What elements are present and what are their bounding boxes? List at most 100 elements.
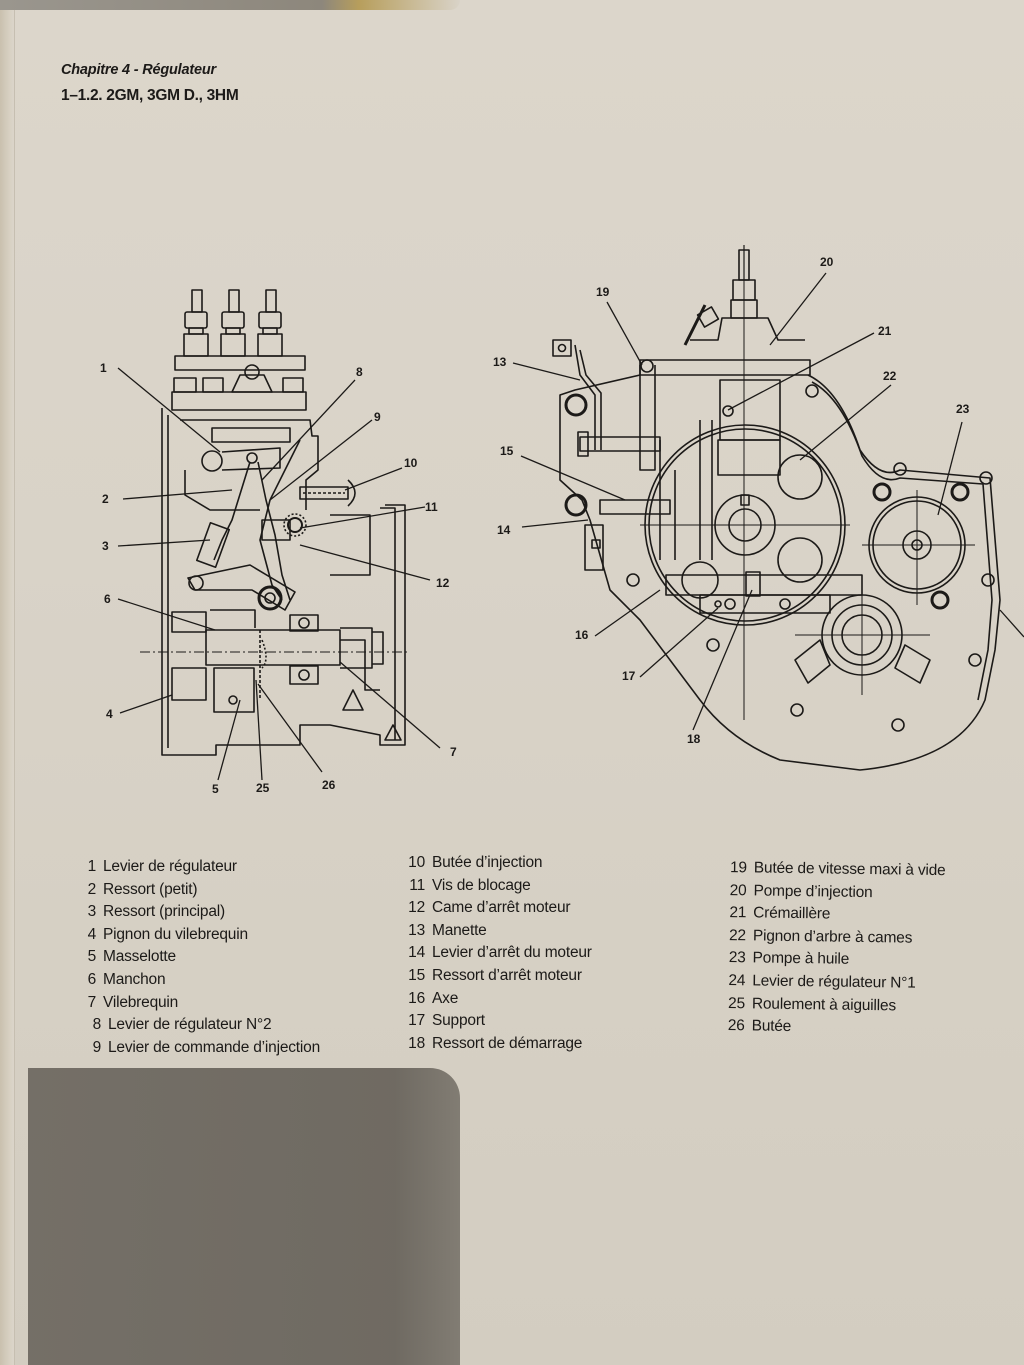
callout-5: 5 <box>212 782 219 796</box>
legend-item: 21 Crémaillère <box>724 902 945 928</box>
legend-label: Pignon du vilebrequin <box>103 925 248 943</box>
legend-label: Levier de régulateur N°1 <box>752 972 916 992</box>
legend-item: 9 Levier de commande d’injection <box>80 1037 321 1060</box>
callout-16: 16 <box>575 628 589 642</box>
legend-label: Axe <box>432 989 459 1007</box>
legend-item: 25 Roulement à aiguilles <box>723 993 944 1019</box>
legend-label: Butée de vitesse maxi à vide <box>753 859 946 880</box>
callout-14: 14 <box>497 523 511 537</box>
top-shadow <box>0 0 460 10</box>
legend-label: Manette <box>432 921 487 939</box>
governor-levers <box>187 439 307 611</box>
legend-number: 17 <box>408 1012 425 1030</box>
legend-label: Masselotte <box>103 948 176 966</box>
left-callout-numbers: 1 2 3 4 5 6 7 8 9 10 11 12 25 26 <box>100 361 457 796</box>
legend-number: 26 <box>727 1017 745 1035</box>
legend-label: Pompe à huile <box>752 949 850 969</box>
callout-1: 1 <box>100 361 107 375</box>
injection-stopper <box>299 479 356 507</box>
legend-label: Levier de commande d’injection <box>108 1038 320 1056</box>
legend-item: 23 Pompe à huile <box>723 947 944 973</box>
legend-label: Manchon <box>103 970 166 988</box>
legend-number: 5 <box>87 948 97 966</box>
legend-number: 15 <box>408 966 425 984</box>
hand-shadow <box>28 1068 460 1365</box>
legend-number: 20 <box>729 881 747 899</box>
crank-pulley <box>794 594 931 695</box>
legend-number: 4 <box>87 925 97 943</box>
legend-label: Levier de régulateur N°2 <box>108 1016 272 1034</box>
legend-item: 5 Masselotte <box>80 946 320 969</box>
legend-column-1: 1 Levier de régulateur 2 Ressort (petit) 3… <box>80 856 321 1060</box>
legend-item: 3 Ressort (principal) <box>80 901 320 924</box>
legend-number: 21 <box>729 904 747 922</box>
legend-label: Crémaillère <box>753 904 831 923</box>
callout-15: 15 <box>500 444 514 458</box>
legend-number: 23 <box>728 949 746 967</box>
legend-item: 2 Ressort (petit) <box>80 879 320 902</box>
legend-label: Vilebrequin <box>103 993 179 1011</box>
page-header: Chapitre 4 - Régulateur 1–1.2. 2GM, 3GM … <box>61 62 239 105</box>
legend-number: 2 <box>87 880 97 898</box>
legend-number: 8 <box>92 1016 102 1034</box>
legend-number: 7 <box>87 993 97 1011</box>
legend-label: Vis de blocage <box>432 876 531 894</box>
callout-25: 25 <box>256 781 270 795</box>
callout-23: 23 <box>956 402 970 416</box>
callout-10: 10 <box>404 456 418 470</box>
legend-label: Levier de régulateur <box>103 858 237 875</box>
oil-pump <box>862 482 975 610</box>
callout-18: 18 <box>687 732 701 746</box>
legend-item: 26 Butée <box>722 1015 943 1041</box>
crankshaft <box>140 609 410 713</box>
governor-housing <box>161 408 406 756</box>
legend-number: 10 <box>408 854 425 871</box>
callout-22: 22 <box>883 369 897 383</box>
legend-item: 22 Pignon d’arbre à cames <box>724 925 945 951</box>
callout-26: 26 <box>322 778 336 792</box>
section-title: 1–1.2. 2GM, 3GM D., 3HM <box>61 87 239 104</box>
legend-label: Butée d’injection <box>432 854 543 871</box>
legend-label: Ressort (petit) <box>103 880 198 898</box>
legend-number: 14 <box>408 944 425 962</box>
legend-number: 25 <box>727 994 746 1012</box>
legend-label: Ressort (principal) <box>103 903 225 921</box>
callout-21: 21 <box>878 324 892 338</box>
legend-label: Pignon d’arbre à cames <box>752 927 913 947</box>
legend-label: Roulement à aiguilles <box>751 994 897 1014</box>
right-callout-numbers: 13 14 15 16 17 18 19 20 21 22 23 <box>493 255 970 746</box>
legend-item: 18 Ressort de démarrage <box>403 1033 592 1056</box>
legend-label: Levier d’arrêt du moteur <box>432 944 592 962</box>
injection-pump-body <box>639 245 811 720</box>
legend-item: 4 Pignon du vilebrequin <box>80 924 320 947</box>
callout-4: 4 <box>106 707 113 721</box>
legend-label: Butée <box>751 1017 792 1036</box>
callout-19: 19 <box>596 285 610 299</box>
legend-number: 18 <box>408 1034 425 1052</box>
callout-8: 8 <box>356 365 363 379</box>
callout-13: 13 <box>493 355 507 369</box>
legend-item: 10 Butée d’injection <box>403 852 592 875</box>
callout-11: 11 <box>425 500 438 514</box>
legend-number: 1 <box>87 858 97 875</box>
legend-number: 22 <box>728 926 747 945</box>
callout-3: 3 <box>102 539 109 553</box>
callout-leaders <box>117 367 441 781</box>
legend-item: 12 Came d’arrêt moteur <box>403 897 592 920</box>
legend-label: Ressort de démarrage <box>432 1034 583 1052</box>
legend-number: 9 <box>92 1038 102 1056</box>
legend-number: 3 <box>87 903 97 921</box>
legend-label: Came d’arrêt moteur <box>432 899 571 917</box>
callout-17: 17 <box>622 669 636 683</box>
legend-item: 1 Levier de régulateur <box>80 856 320 879</box>
callout-2: 2 <box>102 492 109 506</box>
legend-number: 12 <box>408 899 425 917</box>
